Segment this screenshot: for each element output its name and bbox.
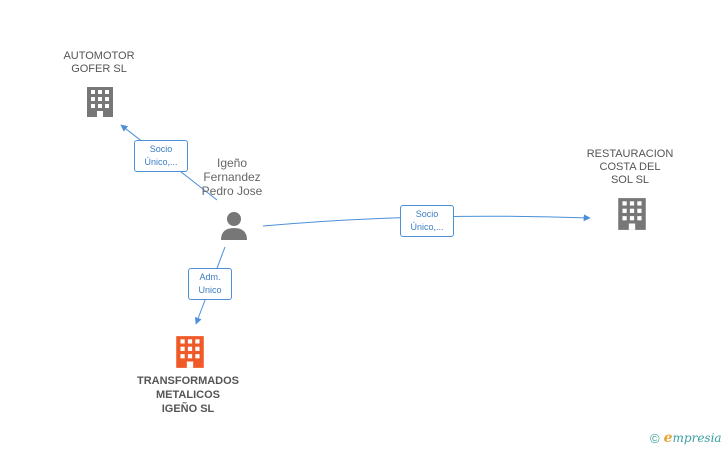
node-label-restauracion[interactable]: RESTAURACION COSTA DEL SOL SL: [586, 148, 674, 186]
node-label-transformados[interactable]: TRANSFORMADOS METALICOS IGEÑO SL: [136, 375, 240, 415]
footer-brand: © empresia: [650, 430, 722, 446]
node-label-automotor[interactable]: AUTOMOTOR GOFER SL: [63, 50, 135, 75]
brand-logo: empresia: [663, 430, 722, 446]
building-icon[interactable]: [85, 85, 115, 119]
building-icon[interactable]: [174, 334, 206, 370]
edge-label-transformados[interactable]: Adm. Unico: [188, 268, 232, 300]
edge-label-restauracion[interactable]: Socio Único,...: [400, 205, 454, 237]
node-label-person[interactable]: Igeño Fernandez Pedro Jose: [201, 156, 263, 198]
person-icon[interactable]: [220, 211, 248, 240]
copyright-symbol: ©: [650, 430, 660, 446]
edge-label-automotor[interactable]: Socio Único,...: [134, 140, 188, 172]
building-icon[interactable]: [616, 196, 648, 232]
